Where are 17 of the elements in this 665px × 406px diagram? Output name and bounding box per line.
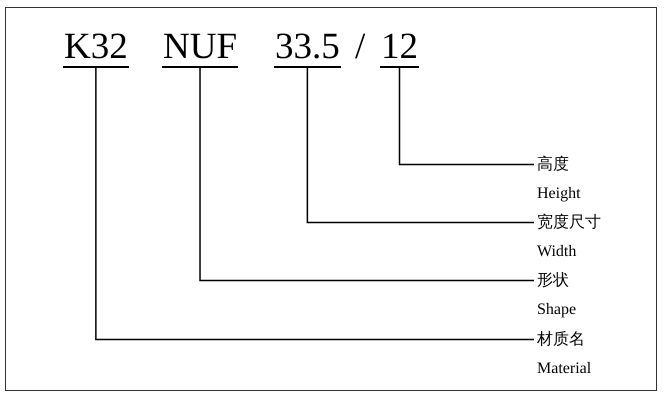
separator-text: / — [355, 28, 366, 66]
leader-line — [199, 68, 534, 282]
label-text: 材质名 — [537, 330, 586, 350]
leader-line — [398, 68, 534, 166]
code-segment: 12 — [380, 28, 419, 68]
label-text: 高度 — [537, 154, 570, 175]
code-segment: NUF — [162, 28, 238, 68]
code-segment: 33.5 — [274, 28, 341, 68]
label-text: 宽度尺寸 — [537, 212, 601, 233]
label-text: Shape — [537, 300, 576, 320]
leader-line — [306, 68, 534, 224]
leader-line — [95, 68, 534, 340]
code-segment: K32 — [63, 28, 129, 68]
label-text: 形状 — [537, 271, 570, 291]
label-text: Height — [537, 184, 581, 204]
label-text: Width — [537, 242, 578, 262]
label-text: Material — [537, 359, 592, 379]
